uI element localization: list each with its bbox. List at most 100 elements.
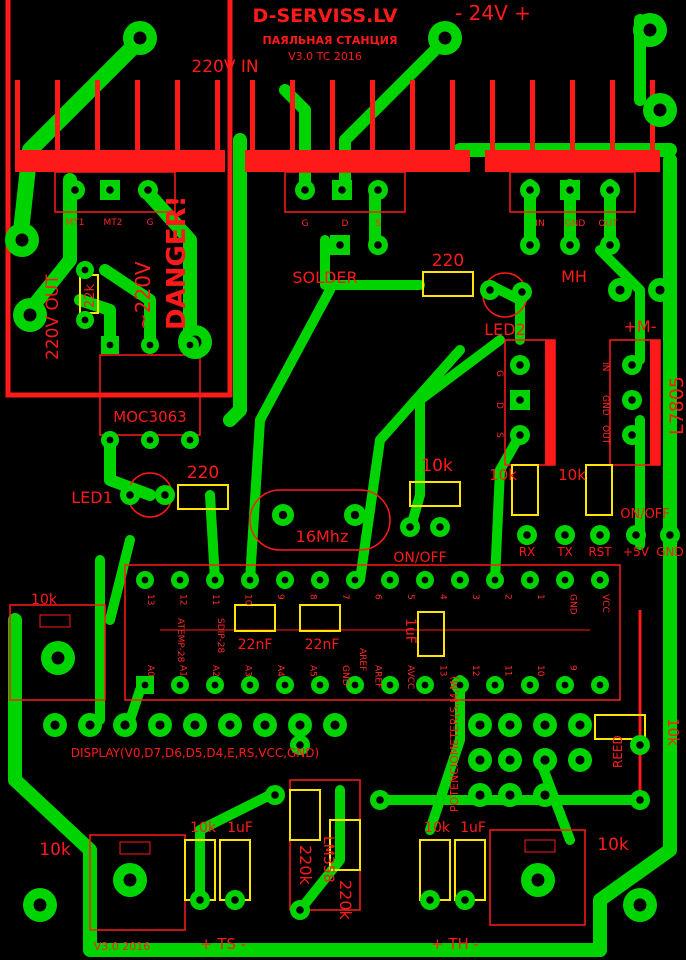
bottom-pad-3	[455, 890, 475, 910]
mcu-top-label-4: 9	[275, 594, 285, 600]
pot-header-pad-9	[498, 783, 522, 807]
pot-left-body	[9, 604, 106, 701]
serial-pad-0	[517, 525, 537, 545]
r220k-a-label: 220k	[296, 845, 315, 886]
r10k-rst-outline	[585, 464, 613, 516]
display-pad-6	[253, 713, 277, 737]
serial-pad-1	[555, 525, 575, 545]
v24-label: - 24V +	[455, 1, 531, 25]
xtal-pad-1	[272, 504, 294, 526]
moc-pin-5	[181, 431, 199, 449]
l7805-pin-1	[622, 390, 642, 410]
mcu-bot-pin-1	[171, 676, 189, 694]
display-pad-2	[113, 713, 137, 737]
pot-header-pad-0	[468, 713, 492, 737]
pot-header-pad-6	[533, 748, 557, 772]
mount-pad-top-right	[633, 13, 667, 47]
serial-pad-3	[626, 525, 646, 545]
hv-enclosure	[5, 0, 233, 398]
led2-pad-1	[480, 280, 500, 300]
pot-th-wiper	[524, 839, 556, 853]
reg-pin-out: OUT	[598, 219, 618, 229]
c22nf-b-label: 22nF	[305, 637, 340, 653]
display-pad-8	[323, 713, 347, 737]
pot-ts-wiper	[119, 841, 151, 855]
pot-ts-pad	[113, 863, 147, 897]
r220k-b-label: 220k	[336, 880, 355, 921]
pot-header-pad-1	[498, 713, 522, 737]
reg-pad-2	[600, 235, 620, 255]
reg-pin-gnd: GND	[565, 219, 586, 229]
trace-lm358	[295, 785, 345, 915]
mcu-mid-0: ATEMP-28	[175, 618, 185, 663]
mcu-bot-label-0: A0	[145, 665, 155, 677]
r220-led1-label: 220	[187, 463, 219, 483]
triac-pin-mt1: MT1	[66, 218, 85, 228]
pot-header-pad-4	[468, 748, 492, 772]
mcu-top-pin-0	[136, 571, 154, 589]
reed-pad-1	[630, 735, 650, 755]
mcu-top-pin-8	[416, 571, 434, 589]
trace-mid-1	[405, 335, 505, 535]
mcu-top-label-0: 13	[145, 594, 155, 605]
r10k-reed-outline	[594, 714, 646, 740]
regulator-body	[509, 171, 636, 213]
bottom-version-label: V3.0 2016	[94, 940, 151, 953]
r22k-label: 22k	[83, 283, 98, 308]
mh-label: MH	[561, 267, 587, 286]
bottom-pad-5	[370, 790, 390, 810]
pot-header-pad-5	[498, 748, 522, 772]
mcu-bot-pin-4	[276, 676, 294, 694]
moc-pin-0	[101, 336, 119, 354]
pot-header-pad-3	[568, 713, 592, 737]
triac-body	[54, 171, 176, 213]
mcu-bot-label-5: A5	[308, 665, 318, 677]
bottom-pad-4	[265, 785, 285, 805]
mid-pin-1	[510, 390, 530, 410]
led2-pad-2	[512, 282, 532, 302]
r10k-onoff-label: 10k	[421, 456, 453, 476]
mcu-top-pin-5	[311, 571, 329, 589]
trace-display-1	[125, 685, 145, 725]
mid-pin-d: D	[494, 402, 504, 409]
mosfet-pin-s: S	[375, 219, 381, 229]
l7805-pin-gnd: GND	[600, 395, 610, 416]
moc-pin-1	[141, 336, 159, 354]
c22nf-a-label: 22nF	[238, 637, 273, 653]
danger-label: DANGER!	[162, 196, 192, 330]
mid-pin-g: G	[494, 370, 504, 377]
moc-pin-3	[101, 431, 119, 449]
moc-pin-2	[181, 336, 199, 354]
trace-solder	[320, 235, 425, 290]
trace-moc-1	[74, 294, 116, 346]
mid-pin-s: S	[494, 432, 504, 438]
display-pad-1	[78, 713, 102, 737]
pot-header-pad-10	[533, 783, 557, 807]
mcu-top-label-5: 8	[308, 594, 318, 600]
mcu-bot-pin-7	[381, 676, 399, 694]
mosfet-pin-g: G	[302, 219, 309, 229]
motor-pad-1	[648, 278, 672, 302]
onoff-right-label: ON/OFF	[620, 507, 670, 522]
potentiometer-label: POTENCIOMETER(S,M,M)	[448, 676, 461, 812]
mcu-bot-pin-0	[136, 676, 154, 694]
mcu-bot-label-9: 13	[438, 665, 448, 676]
mcu-top-label-3: 10	[243, 594, 253, 606]
mcu-bot-label-12: 10	[535, 665, 545, 677]
heatsink-left	[15, 80, 225, 172]
display-pad-7	[288, 713, 312, 737]
mcu-top-label-11: 2	[503, 594, 513, 600]
mcu-top-pin-2	[206, 571, 224, 589]
mcu-bot-pin-9	[451, 676, 469, 694]
r220k-b-outline	[329, 819, 361, 871]
trace-triac-3	[138, 183, 197, 352]
pot-th-pad	[521, 863, 555, 897]
bottom-pad-1	[225, 890, 245, 910]
r220-led1-outline	[177, 484, 229, 510]
motor-pad-0	[608, 278, 632, 302]
mcu-top-pin-3	[241, 571, 259, 589]
mcu-top-pin-12	[556, 571, 574, 589]
reg-pin-1	[560, 180, 580, 200]
silkscreen-outlines	[5, 0, 661, 931]
